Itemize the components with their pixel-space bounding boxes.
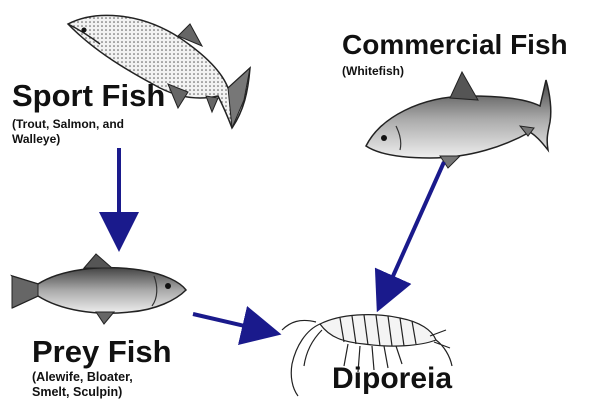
commercial-fish-species-line: (Whitefish) — [342, 64, 404, 79]
sport-fish-label: Sport Fish — [12, 80, 165, 111]
commercial-fish-label: Commercial Fish — [342, 31, 568, 59]
whitefish-illustration — [366, 72, 551, 168]
arrow-prey-to-diporeia — [193, 314, 262, 330]
arrow-commercial-to-diporeia — [385, 162, 444, 294]
prey-fish-species-line: (Alewife, Bloater, — [32, 370, 133, 385]
prey-fish-species-line: Smelt, Sculpin) — [32, 385, 133, 400]
prey-fish-species-label: (Alewife, Bloater, Smelt, Sculpin) — [32, 370, 133, 400]
alewife-illustration — [12, 254, 186, 324]
sport-fish-species-label: (Trout, Salmon, and Walleye) — [12, 117, 124, 147]
sport-fish-species-line: (Trout, Salmon, and — [12, 117, 124, 132]
prey-fish-label: Prey Fish — [32, 336, 172, 367]
sport-fish-species-line: Walleye) — [12, 132, 124, 147]
diporeia-label: Diporeia — [332, 364, 452, 394]
commercial-fish-species-label: (Whitefish) — [342, 64, 404, 79]
